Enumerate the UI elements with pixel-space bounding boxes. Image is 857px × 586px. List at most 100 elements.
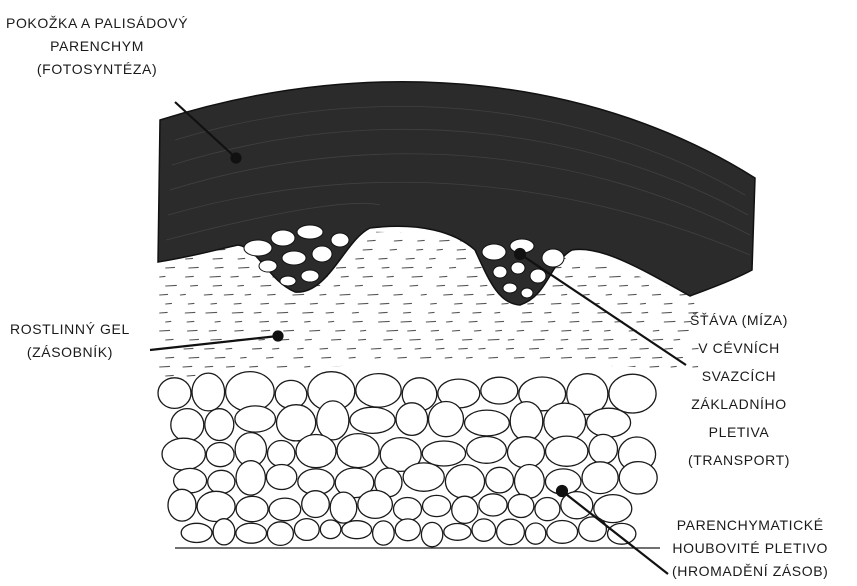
gel-dash <box>562 330 571 331</box>
gel-dash <box>187 375 195 376</box>
parenchyma-cell <box>236 523 267 543</box>
parenchyma-cell <box>268 441 295 467</box>
parenchyma-cell <box>479 494 507 516</box>
gel-dash <box>353 321 362 322</box>
gel-dash <box>160 366 170 367</box>
gel-dash <box>466 357 472 358</box>
parenchyma-cell <box>162 438 205 470</box>
parenchyma-cell <box>608 523 636 544</box>
gel-dash <box>189 267 199 268</box>
gel-dash <box>677 357 683 358</box>
gel-dash <box>431 303 437 304</box>
gel-dash <box>462 375 468 376</box>
gel-dash <box>548 321 554 322</box>
parenchyma-cell <box>587 408 631 437</box>
gel-dash <box>166 357 174 358</box>
gel-dash <box>379 258 387 259</box>
label-line: (ZÁSOBNÍK) <box>10 341 130 364</box>
label-line: V CÉVNÍCH <box>688 334 790 362</box>
gel-dash <box>239 267 249 268</box>
gel-dash <box>277 312 287 313</box>
gel-dash <box>404 312 411 313</box>
gel-dash <box>189 357 199 358</box>
gel-dash <box>421 294 426 295</box>
parenchyma-cell <box>358 490 393 518</box>
gel-dash <box>487 294 494 295</box>
gel-dash <box>379 312 387 313</box>
gel-dash <box>361 330 366 331</box>
parenchyma-cell <box>472 519 496 541</box>
gel-dash <box>341 276 348 277</box>
parenchyma-cell <box>302 491 330 518</box>
gel-dash <box>421 357 431 358</box>
gel-dash <box>254 312 261 313</box>
gel-dash <box>603 375 611 376</box>
gel-dash <box>578 348 589 349</box>
gel-dash <box>310 330 320 331</box>
gel-dash <box>444 294 453 295</box>
gel-dash <box>294 357 303 358</box>
gel-dash <box>261 285 271 286</box>
gel-dash <box>334 285 340 286</box>
gel-dash <box>383 285 393 286</box>
gel-dash <box>205 366 213 367</box>
parenchyma-cell <box>445 465 484 499</box>
parenchyma-cell <box>546 436 588 466</box>
gel-dash <box>410 285 418 286</box>
parenchyma-cell <box>350 407 395 433</box>
label-line: PLETIVA <box>688 418 790 446</box>
gel-dash <box>379 321 390 322</box>
gel-dash <box>349 357 355 358</box>
parenchyma-cell <box>403 463 444 491</box>
gel-dash <box>637 321 644 322</box>
gel-dash <box>528 303 534 304</box>
gel-dash <box>533 366 543 367</box>
gel-dash <box>467 276 477 277</box>
gel-dash <box>426 267 431 268</box>
gel-dash <box>630 357 640 358</box>
gel-dash <box>205 348 214 349</box>
gel-dash <box>355 285 362 286</box>
label-line: ROSTLINNÝ GEL <box>10 318 130 341</box>
gel-dash <box>336 303 344 304</box>
gel-dash <box>305 339 311 340</box>
parenchyma-cell <box>547 521 578 544</box>
gel-dash <box>464 366 471 367</box>
gel-dash <box>390 249 396 250</box>
gel-dash <box>473 312 481 313</box>
parenchyma-cell <box>337 434 379 468</box>
label-line: (HROMADĚNÍ ZÁSOB) <box>672 560 828 583</box>
parenchyma-cell <box>226 372 275 412</box>
gel-dash <box>394 240 402 241</box>
gel-dash <box>653 357 662 358</box>
gel-dash <box>363 249 372 250</box>
gel-dash <box>619 348 627 349</box>
gel-dash <box>305 366 310 367</box>
gel-dash <box>310 303 317 304</box>
parenchyma-cell <box>320 520 341 539</box>
gel-dash <box>235 330 243 331</box>
gel-dash <box>320 348 328 349</box>
parenchyma-cell <box>213 519 235 545</box>
parenchyma-cell <box>510 402 543 441</box>
gel-dash <box>678 330 688 331</box>
gel-dash <box>489 366 497 367</box>
gel-dash <box>653 294 661 295</box>
label-line: PARENCHYMATICKÉ <box>672 514 828 537</box>
gel-dash <box>457 258 466 259</box>
gel-dash <box>387 330 398 331</box>
gel-dash <box>642 312 648 313</box>
gel-dash <box>269 375 280 376</box>
gel-dash <box>452 312 459 313</box>
gel-dash <box>620 267 626 268</box>
gel-dash <box>551 303 561 304</box>
gel-dash <box>213 285 221 286</box>
gel-dash <box>578 285 586 286</box>
gel-dash <box>437 348 444 349</box>
parenchyma-cell <box>236 496 268 521</box>
parenchyma-cell <box>515 465 545 499</box>
gel-dash <box>514 357 524 358</box>
gel-dash <box>628 294 636 295</box>
gel-dash <box>234 303 241 304</box>
gel-dash <box>226 348 232 349</box>
